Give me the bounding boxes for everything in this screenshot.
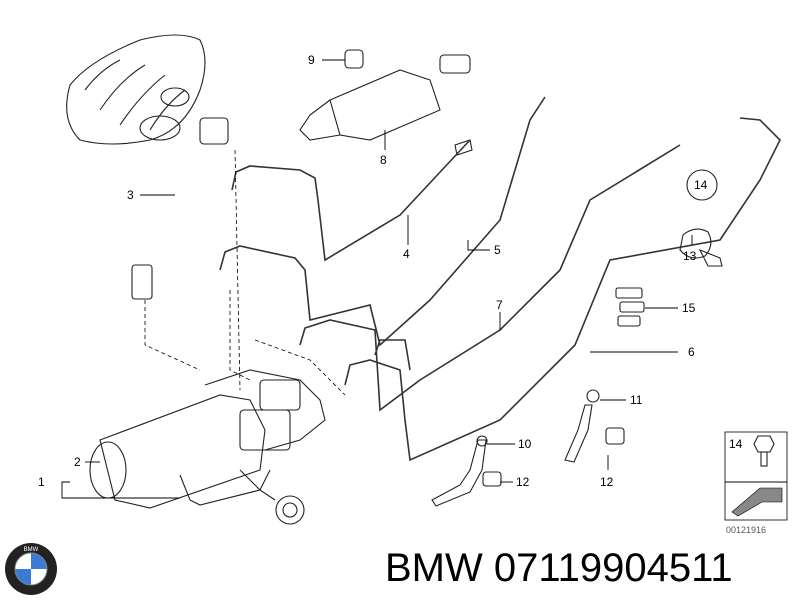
callout-7: 7 — [496, 298, 503, 312]
diagram-code: 00121916 — [726, 525, 766, 535]
bracket-part-11 — [564, 389, 625, 463]
callout-4: 4 — [403, 247, 410, 261]
callout-1: 1 — [38, 475, 45, 489]
callout-5: 5 — [494, 243, 501, 257]
callout-6: 6 — [688, 345, 695, 359]
leader-lines — [61, 59, 693, 499]
hose-part-3 — [131, 117, 229, 300]
callout-13: 13 — [683, 249, 697, 263]
callout-15: 15 — [682, 301, 696, 315]
part-number-label: BMW 07119904511 — [385, 546, 733, 590]
cylinder-part-8 — [299, 49, 473, 156]
callout-2: 2 — [74, 455, 81, 469]
callout-10: 10 — [518, 437, 532, 451]
logo-text: BMW — [24, 547, 39, 553]
hydraulic-unit — [89, 369, 326, 525]
callout-12b: 12 — [600, 475, 614, 489]
legend-callout-14: 14 — [729, 437, 743, 451]
callout-14: 14 — [694, 178, 708, 192]
callout-12a: 12 — [516, 475, 530, 489]
legend-box: 14 00121916 — [724, 431, 788, 535]
clip-part-13 — [679, 169, 723, 267]
callout-9: 9 — [308, 53, 315, 67]
engine-cover — [66, 34, 206, 145]
callout-3: 3 — [127, 188, 134, 202]
callout-8: 8 — [380, 153, 387, 167]
bmw-logo: BMW — [5, 543, 57, 595]
callout-11: 11 — [630, 393, 643, 407]
brake-pipes — [219, 96, 781, 462]
bracket-part-10 — [431, 435, 502, 507]
clip-part-15 — [615, 287, 645, 327]
dashed-reference-lines — [144, 149, 346, 396]
